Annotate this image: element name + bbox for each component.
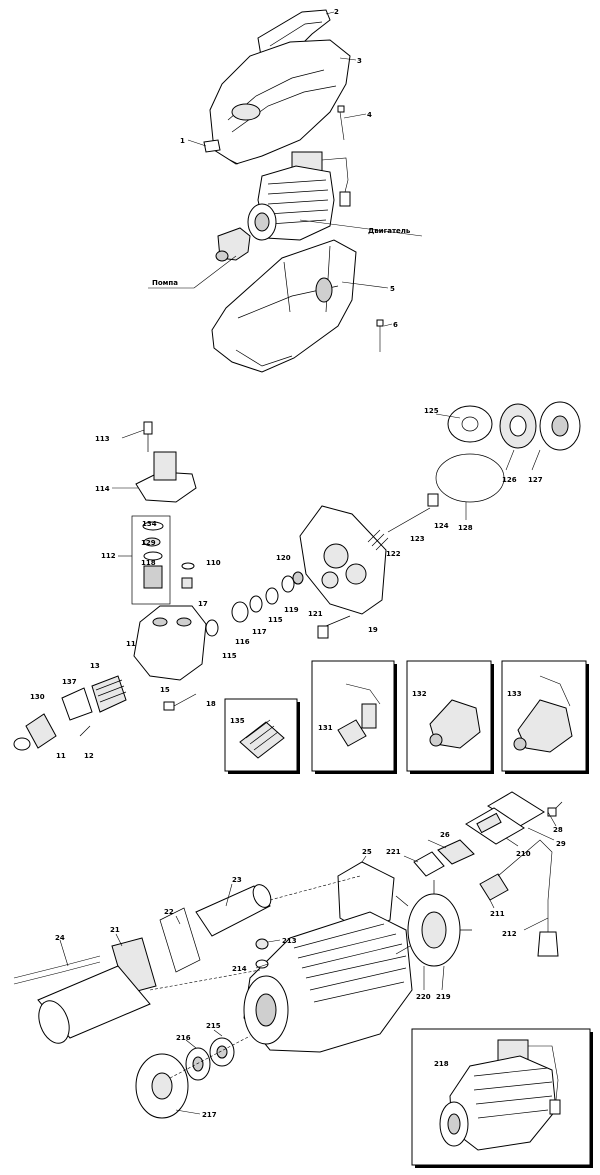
label-26: 26 [440, 831, 450, 839]
label-29: 29 [556, 840, 566, 848]
inset-box-135: 135 [224, 698, 300, 774]
label-120: 120 [276, 554, 291, 562]
label-116: 116 [235, 638, 250, 646]
label-3: 3 [357, 57, 362, 65]
motor-body [257, 165, 335, 241]
label-130: 130 [30, 693, 45, 701]
inset-box-133: 133 [501, 660, 589, 774]
label-124: 124 [434, 522, 449, 530]
label-5: 5 [390, 285, 395, 293]
label-122: 122 [386, 550, 401, 558]
label-11b: 11 [56, 752, 66, 760]
label-110: 110 [206, 559, 221, 567]
pump-head [133, 605, 207, 681]
label-4: 4 [367, 111, 372, 119]
label-pump: Помпа [152, 279, 178, 287]
label-114: 114 [95, 485, 110, 493]
label-129: 129 [141, 539, 156, 547]
label-12: 12 [84, 752, 94, 760]
label-210: 210 [516, 850, 531, 858]
inset-box-218: 218 [411, 1028, 593, 1168]
label-15: 15 [160, 686, 170, 694]
label-125: 125 [424, 407, 439, 415]
label-133: 133 [507, 690, 522, 698]
label-115: 115 [222, 652, 237, 660]
label-22: 22 [164, 908, 174, 916]
label-126: 126 [502, 476, 517, 484]
label-18: 18 [206, 700, 216, 708]
o-ring-128 [435, 453, 505, 503]
label-19: 19 [368, 626, 378, 634]
motor-assembly: 28 29 210 26 221 25 23 22 211 212 24 21 … [13, 791, 566, 1119]
label-132: 132 [412, 690, 427, 698]
label-25: 25 [362, 848, 372, 856]
top-cover [209, 39, 351, 165]
inset-box-132: 132 [406, 660, 494, 774]
label-1: 1 [180, 137, 185, 145]
label-217: 217 [202, 1111, 217, 1119]
label-214: 214 [232, 965, 247, 973]
label-113: 113 [95, 435, 110, 443]
label-212: 212 [502, 930, 517, 938]
label-11: 11 [126, 640, 136, 648]
label-218: 218 [434, 1060, 449, 1068]
label-131: 131 [318, 724, 333, 732]
label-13: 13 [90, 662, 100, 670]
label-6: 6 [393, 321, 398, 329]
label-215: 215 [206, 1022, 221, 1030]
label-115b: 115 [268, 616, 283, 624]
label-219: 219 [436, 993, 451, 1001]
label-117: 117 [252, 628, 267, 636]
label-137: 137 [62, 678, 77, 686]
label-28: 28 [553, 826, 563, 834]
label-motor: Двигатель [368, 227, 411, 235]
label-17: 17 [198, 600, 208, 608]
label-128: 128 [458, 524, 473, 532]
label-220: 220 [416, 993, 431, 1001]
label-123: 123 [410, 535, 425, 543]
label-24: 24 [55, 934, 65, 942]
pump-assembly: 113 114 134 129 112 118 110 17 11 13 137… [13, 401, 581, 760]
label-21: 21 [110, 926, 120, 934]
inset-box-131: 131 [311, 660, 397, 774]
base-housing [211, 239, 357, 373]
label-2: 2 [334, 8, 339, 16]
label-112: 112 [101, 552, 116, 560]
label-119: 119 [284, 606, 299, 614]
label-213: 213 [282, 937, 297, 945]
label-216: 216 [176, 1034, 191, 1042]
label-127: 127 [528, 476, 543, 484]
label-134: 134 [142, 520, 157, 528]
label-121: 121 [308, 610, 323, 618]
label-211: 211 [490, 910, 505, 918]
label-135: 135 [230, 717, 245, 725]
valve-group-box [131, 515, 171, 605]
label-118: 118 [141, 559, 156, 567]
badge-part [203, 139, 221, 153]
label-221: 221 [386, 848, 401, 856]
label-23: 23 [232, 876, 242, 884]
housing-assembly: 1 2 3 4 Двигатель Помпа 5 6 [148, 8, 423, 373]
